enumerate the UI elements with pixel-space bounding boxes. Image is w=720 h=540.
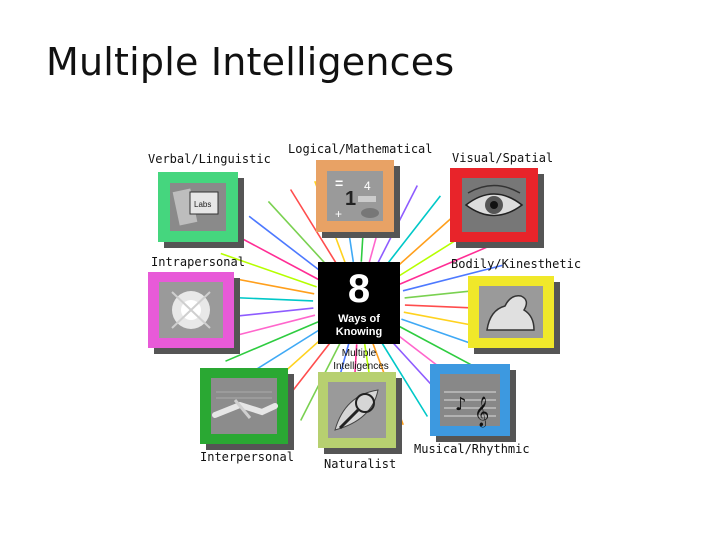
magnifier-leaf-icon: [328, 382, 386, 438]
flexed-arm-icon: [479, 286, 543, 338]
books-icon: Labs: [170, 183, 226, 231]
box-interpersonal: [200, 368, 294, 450]
center-line2: Knowing: [336, 326, 382, 338]
label-naturalist: Naturalist: [324, 457, 396, 471]
numbers-icon: = 1 4 +: [327, 171, 383, 221]
box-naturalist: [318, 372, 402, 454]
label-bodily-kinesthetic: Bodily/Kinesthetic: [451, 257, 581, 271]
reflection-icon: [159, 282, 223, 338]
box-verbal-linguistic: Labs: [158, 172, 244, 248]
label-intrapersonal: Intrapersonal: [151, 255, 245, 269]
center-line1: Ways of: [338, 313, 380, 325]
box-logical-mathematical: = 1 4 +: [316, 160, 400, 238]
label-interpersonal: Interpersonal: [200, 450, 294, 464]
svg-text:4: 4: [364, 179, 371, 193]
label-verbal-linguistic: Verbal/Linguistic: [148, 152, 271, 166]
center-block: 8 Ways of Knowing: [318, 262, 400, 344]
label-logical-mathematical: Logical/Mathematical: [288, 142, 433, 156]
svg-text:1: 1: [345, 188, 356, 210]
handshake-icon: [211, 378, 277, 434]
center-number: 8: [348, 267, 370, 311]
svg-text:♪: ♪: [455, 394, 467, 415]
center-caption-2: Intelligences: [333, 361, 389, 372]
eye-icon: [462, 178, 526, 232]
ray-line: [249, 216, 325, 274]
svg-text:Labs: Labs: [194, 200, 211, 209]
svg-text:𝄞: 𝄞: [474, 396, 489, 428]
center-caption-1: Multiple: [342, 348, 377, 359]
box-intrapersonal: [148, 272, 240, 354]
label-visual-spatial: Visual/Spatial: [452, 151, 553, 165]
box-visual-spatial: [450, 168, 544, 248]
box-musical-rhythmic: ♪ 𝄞: [430, 364, 516, 442]
box-bodily-kinesthetic: [468, 276, 560, 354]
svg-text:+: +: [335, 207, 342, 221]
label-musical-rhythmic: Musical/Rhythmic: [414, 442, 530, 456]
svg-text:=: =: [335, 175, 343, 191]
music-note-icon: ♪ 𝄞: [440, 374, 500, 428]
